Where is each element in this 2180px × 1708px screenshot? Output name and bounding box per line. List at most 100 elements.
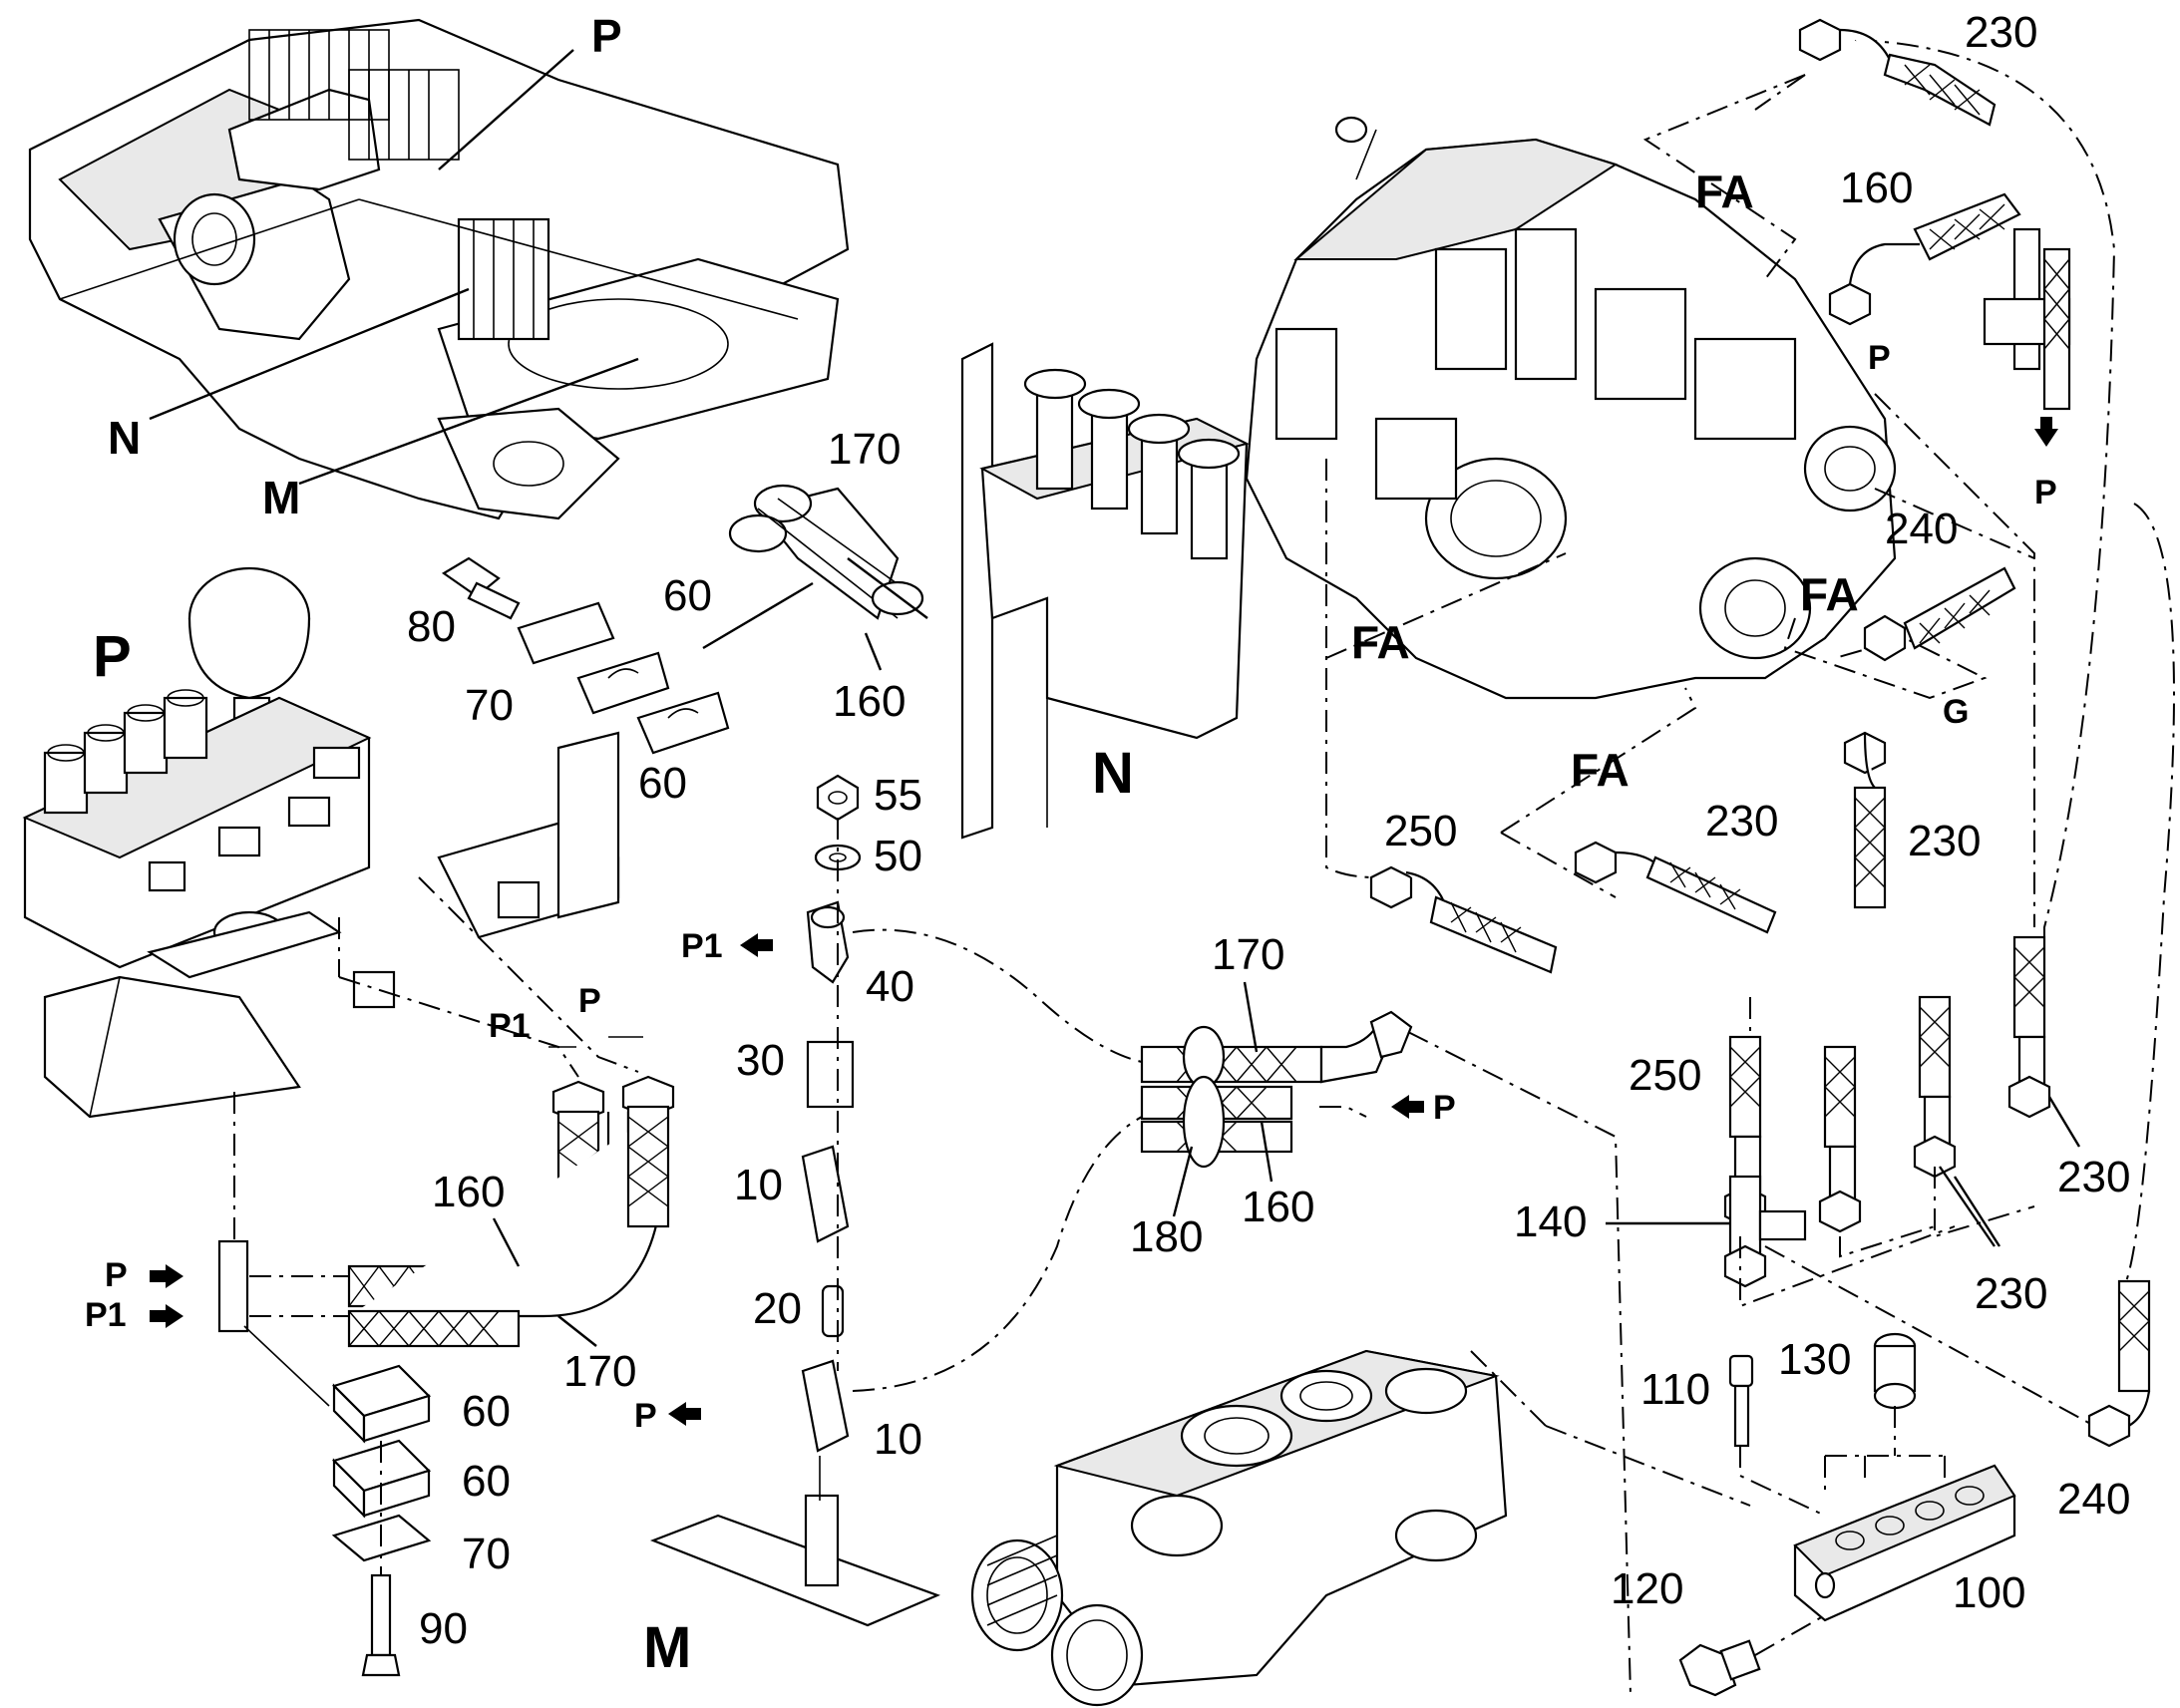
hose-230-top bbox=[1798, 18, 1997, 127]
route-240 bbox=[2123, 503, 2175, 1287]
label-240-b: 240 bbox=[2057, 1475, 2130, 1524]
label-p-tr2: P bbox=[2034, 474, 2057, 512]
label-60-d: 60 bbox=[462, 1457, 511, 1506]
label-n-top: N bbox=[108, 412, 141, 464]
label-p-mid: P bbox=[1433, 1089, 1456, 1127]
label-fa-1: FA bbox=[1695, 166, 1754, 217]
label-70-b: 70 bbox=[462, 1530, 511, 1578]
clamp-40 bbox=[806, 900, 850, 984]
sleeve-20 bbox=[821, 1284, 845, 1338]
leader-160-top bbox=[864, 632, 883, 671]
arrow-p-tr2 bbox=[2034, 417, 2058, 447]
bracket-m bbox=[649, 1456, 940, 1627]
hose-170-left bbox=[347, 1075, 675, 1348]
route-230-top bbox=[1854, 39, 2116, 1077]
block-100 bbox=[1793, 1464, 2016, 1622]
bolt-80 bbox=[441, 556, 521, 620]
arrow-p1-left bbox=[740, 933, 773, 957]
manifold-housing bbox=[970, 1349, 1508, 1707]
label-120: 120 bbox=[1611, 1564, 1683, 1613]
label-p-arrow1: P bbox=[105, 1256, 128, 1294]
label-160-tr: 160 bbox=[1840, 164, 1913, 212]
screw-110 bbox=[1728, 1354, 1754, 1448]
label-250-b: 250 bbox=[1629, 1051, 1701, 1100]
tee-fitting-140 bbox=[1723, 1175, 1807, 1288]
bracket-n bbox=[960, 342, 1250, 840]
label-230-e: 230 bbox=[1975, 1269, 2047, 1318]
hose-160-tr bbox=[1828, 192, 2021, 326]
hose-230-col3 bbox=[2007, 935, 2051, 1119]
fitting-130 bbox=[1873, 1332, 1917, 1410]
hose-230-g bbox=[1843, 731, 1887, 909]
label-fa-4: FA bbox=[1571, 744, 1630, 796]
label-240-a: 240 bbox=[1885, 505, 1958, 553]
label-10-a: 10 bbox=[734, 1161, 783, 1209]
manifold-threaded-ports bbox=[970, 1535, 1144, 1707]
label-170-left: 170 bbox=[563, 1347, 636, 1396]
label-170-mid: 170 bbox=[1212, 930, 1284, 979]
label-m-top: M bbox=[262, 472, 300, 523]
label-60-b: 60 bbox=[638, 759, 687, 808]
nut-55 bbox=[816, 774, 860, 822]
label-p1-hose: P1 bbox=[489, 1007, 531, 1045]
hose-clamp-middle bbox=[1140, 1010, 1413, 1169]
route-fa4 bbox=[1500, 687, 1697, 834]
leader-top-clamp bbox=[847, 557, 928, 619]
label-g: G bbox=[1943, 693, 1969, 731]
label-m-bracket: M bbox=[643, 1615, 691, 1680]
valve-block-assembly bbox=[22, 566, 620, 1119]
label-160-a: 160 bbox=[833, 677, 906, 726]
label-230-b: 230 bbox=[1705, 797, 1778, 846]
label-130: 130 bbox=[1778, 1335, 1851, 1384]
label-100: 100 bbox=[1953, 1568, 2025, 1617]
label-20: 20 bbox=[753, 1284, 802, 1333]
route-fa3 bbox=[1325, 459, 1377, 878]
leader-p-top bbox=[438, 49, 574, 171]
arrow-p-mid bbox=[1391, 1095, 1424, 1119]
bracket-n-ports bbox=[1023, 368, 1241, 560]
label-90: 90 bbox=[419, 1604, 468, 1653]
fitting-p-tr bbox=[1983, 227, 2071, 411]
hose-240-b bbox=[2087, 1279, 2151, 1448]
label-230-c: 230 bbox=[1908, 817, 1981, 865]
machine-frame bbox=[28, 18, 850, 520]
leader-m-top bbox=[298, 357, 639, 486]
pump-unit bbox=[1245, 116, 1897, 700]
label-230-d: 230 bbox=[2057, 1153, 2130, 1201]
plate-30 bbox=[806, 1040, 855, 1109]
label-p-top: P bbox=[591, 10, 622, 62]
hose-230-col2 bbox=[1913, 995, 1957, 1179]
clamp-10-bottom bbox=[801, 1359, 850, 1453]
hose-230-col1 bbox=[1818, 1045, 1862, 1233]
label-60-a: 60 bbox=[663, 571, 712, 620]
label-p1-left: P1 bbox=[681, 927, 723, 965]
clamp-60-top bbox=[576, 651, 730, 755]
label-p-valve: P bbox=[93, 624, 132, 689]
label-fa-3: FA bbox=[1351, 616, 1410, 668]
arrow-p-left2 bbox=[668, 1402, 701, 1426]
label-55: 55 bbox=[874, 771, 922, 820]
label-60-c: 60 bbox=[462, 1387, 511, 1436]
hose-250-a bbox=[1369, 865, 1558, 974]
label-p1-arrow: P1 bbox=[85, 1296, 127, 1334]
arrow-p-1 bbox=[150, 1264, 183, 1288]
label-p-tr1: P bbox=[1868, 339, 1891, 377]
label-160-mid: 160 bbox=[1242, 1183, 1314, 1231]
label-p-hose: P bbox=[578, 982, 601, 1020]
label-10-b: 10 bbox=[874, 1415, 922, 1464]
bolt-90 bbox=[361, 1573, 401, 1677]
label-180: 180 bbox=[1130, 1212, 1203, 1261]
plate-70-top bbox=[517, 601, 615, 665]
tee-fitting-left bbox=[217, 1239, 249, 1333]
leader-n-top bbox=[149, 287, 470, 421]
leader-60-top bbox=[702, 581, 814, 650]
label-80: 80 bbox=[407, 602, 456, 651]
clamp-10-top bbox=[801, 1145, 850, 1243]
label-230-top: 230 bbox=[1965, 8, 2037, 57]
label-140: 140 bbox=[1514, 1197, 1587, 1246]
label-p-left2: P bbox=[634, 1397, 657, 1435]
label-30: 30 bbox=[736, 1036, 785, 1085]
label-170-top: 170 bbox=[828, 425, 901, 474]
label-250-a: 250 bbox=[1384, 807, 1457, 855]
